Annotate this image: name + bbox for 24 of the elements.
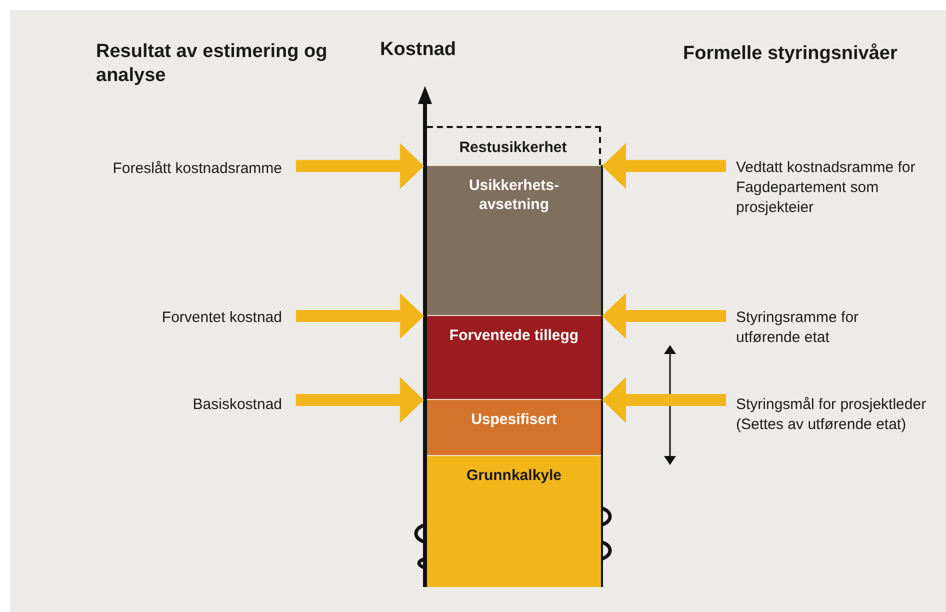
heading: Formelle styringsnivåer [683,42,898,66]
segment-label: Forventede tillegg [449,326,579,345]
heading: Kostnad [380,38,457,62]
level-label: Vedtatt kostnadsramme for Fagdepartement som prosjekteier [736,158,918,218]
level-label: Styringsmål for prosjektleder (Settes av utførende etat) [736,395,944,435]
cost-segment [427,455,601,587]
segment-label: Uspesifisert [471,410,557,429]
cost-segment [427,399,601,455]
level-label: Basiskostnad [60,395,282,415]
arrow [296,293,424,339]
segment-label: Restusikkerhet [459,138,567,157]
heading: Resultat av estimering og analyse [96,40,328,88]
cost-segment [427,165,601,315]
level-label: Foreslått kostnadsramme [60,159,282,179]
arrow [296,377,424,423]
arrow [602,293,726,339]
level-label: Forventet kostnad [60,308,282,328]
segment-label: Grunnkalkyle [466,466,562,485]
arrow [602,143,726,189]
arrow [602,377,726,423]
cost-segment [427,315,601,399]
segment-label: Usikkerhets- avsetning [468,176,560,214]
level-label: Styringsramme for utførende etat [736,308,876,348]
arrow [296,143,424,189]
